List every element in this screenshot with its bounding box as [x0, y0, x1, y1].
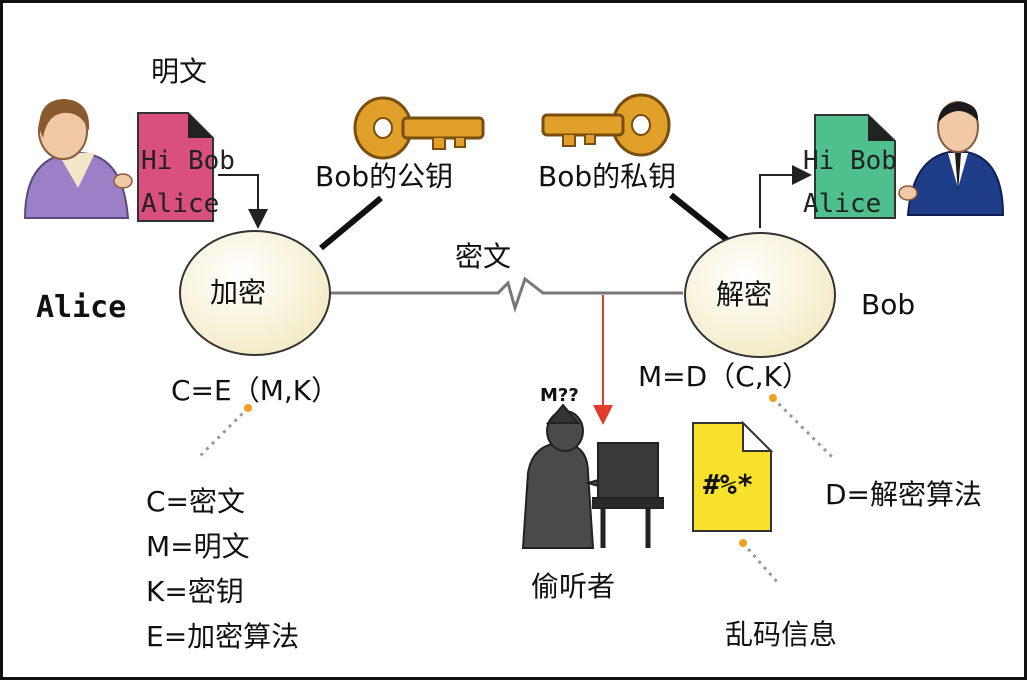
ciphertext-channel: [331, 276, 683, 314]
bob-doc-line-1: Hi Bob: [803, 146, 897, 176]
garbled-document-icon: [692, 420, 774, 532]
legend-item-key: K=密钥: [146, 575, 244, 608]
alice-doc-line-2: Alice: [141, 189, 220, 219]
decrypt-node: [684, 232, 836, 358]
legend-item-plaintext: M=明文: [146, 530, 250, 563]
encrypt-formula: C=E（M,K）: [171, 374, 340, 407]
alice-to-encrypt-arrow: [218, 174, 268, 229]
plaintext-label: 明文: [151, 55, 208, 88]
alice-person-icon: [23, 99, 133, 219]
legend-item-ciphertext: C=密文: [146, 485, 246, 518]
legend-item-encrypt-algorithm: E=加密算法: [146, 620, 300, 653]
private-key-icon: [541, 93, 671, 157]
encrypt-node-label: 加密: [210, 276, 267, 309]
callout-lines: [196, 396, 835, 584]
eavesdropper-icon: [521, 403, 664, 549]
diagram-canvas: [23, 93, 1005, 584]
private-key-label: Bob的私钥: [538, 160, 677, 193]
public-key-label: Bob的公钥: [315, 160, 454, 193]
ciphertext-label: 密文: [455, 240, 512, 273]
bob-doc-line-2: Alice: [803, 189, 882, 219]
garbled-info-label: 乱码信息: [725, 618, 838, 651]
public-key-pointer: [319, 195, 383, 251]
decrypt-to-bob-arrow: [759, 165, 812, 228]
decrypt-formula: M=D（C,K）: [638, 360, 810, 393]
private-key-pointer: [669, 192, 733, 246]
callout-dots: [244, 394, 777, 547]
decrypt-algorithm-label: D=解密算法: [825, 478, 983, 511]
decrypt-node-label: 解密: [716, 278, 773, 311]
encrypt-node: [179, 230, 331, 356]
eavesdropper-thought: M??: [540, 385, 579, 406]
garbled-doc-text: #%*: [703, 468, 754, 501]
bob-person-icon: [898, 101, 1005, 216]
sender-name: Alice: [36, 290, 127, 325]
alice-doc-line-1: Hi Bob: [141, 146, 235, 176]
public-key-icon: [353, 96, 485, 160]
alice-document-icon: [137, 112, 214, 222]
receiver-name: Bob: [861, 288, 916, 321]
eavesdropper-label: 偷听者: [531, 570, 616, 603]
bob-document-icon: [814, 114, 896, 219]
